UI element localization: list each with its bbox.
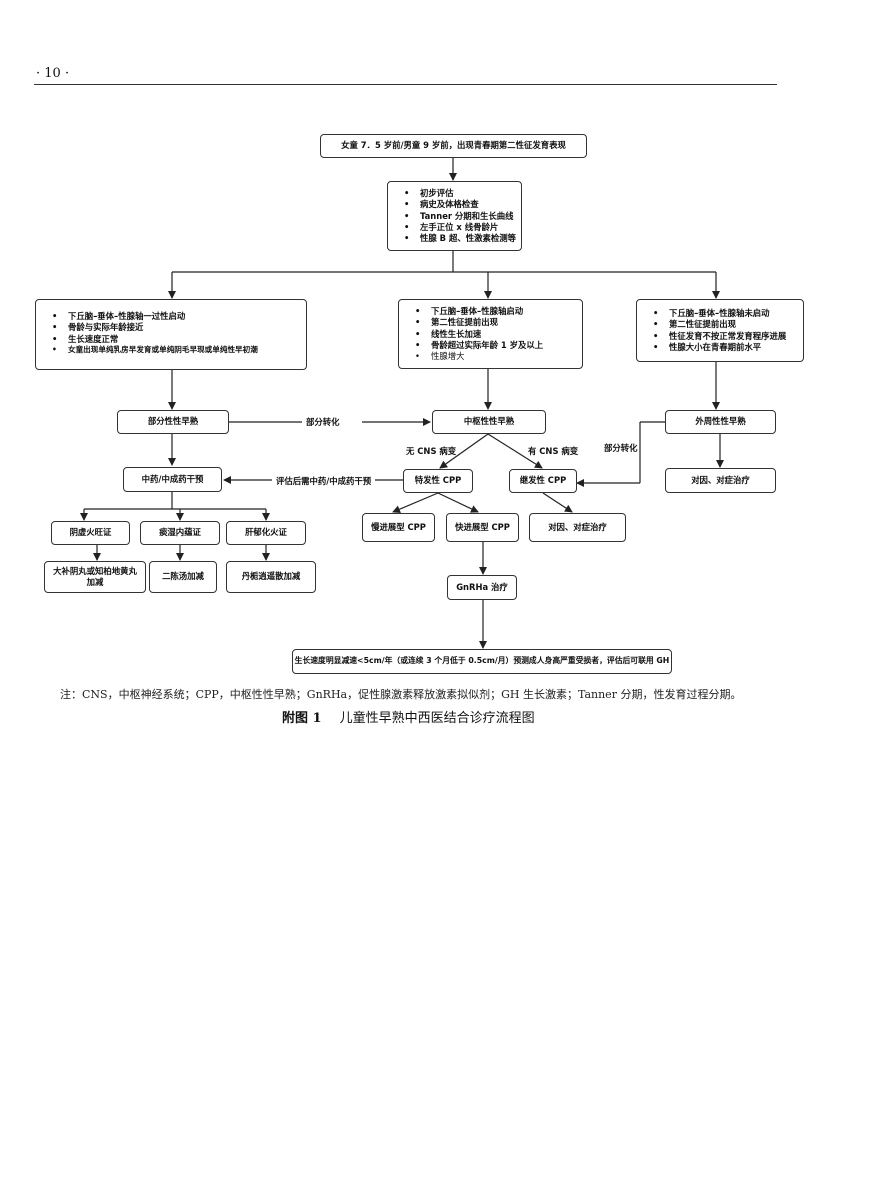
has-cns-label: 有 CNS 病变 <box>528 446 579 456</box>
caption-title: 儿童性早熟中西医结合诊疗流程图 <box>339 711 535 726</box>
criteria-item: 生长速度正常 <box>50 334 300 346</box>
peripheral-precocity-box: 外周性性早熟 <box>665 410 776 434</box>
peripheral-treatment-box: 对因、对症治疗 <box>665 468 776 493</box>
no-cns-label: 无 CNS 病变 <box>406 446 457 456</box>
fast-cpp-box: 快进展型 CPP <box>446 513 519 542</box>
inclusion-criteria-box: 女童 7．5 岁前/男童 9 岁前，出现青春期第二性征发育表现 <box>320 134 587 158</box>
eval-item: Tanner 分期和生长曲线 <box>402 211 515 223</box>
syndrome-box: 阴虚火旺证 <box>51 521 130 545</box>
secondary-treatment-box: 对因、对症治疗 <box>529 513 626 542</box>
criteria-item: 下丘脑–垂体–性腺轴启动 <box>413 306 576 318</box>
peripheral-criteria-box: 下丘脑–垂体–性腺轴未启动 第二性征提前出现 性征发育不按正常发育程序进展 性腺… <box>636 299 804 362</box>
criteria-item: 骨龄超过实际年龄 1 岁及以上 <box>413 340 576 352</box>
criteria-item: 性腺增大 <box>413 351 576 363</box>
criteria-item: 女童出现单纯乳房早发育或单纯阴毛早现或单纯性早初潮 <box>50 345 300 356</box>
syndrome-box: 痰湿内蕴证 <box>140 521 220 545</box>
criteria-item: 性腺大小在青春期前水平 <box>651 342 797 354</box>
criteria-item: 骨龄与实际年龄接近 <box>50 322 300 334</box>
initial-evaluation-box: 初步评估 病史及体格检查 Tanner 分期和生长曲线 左手正位 x 线骨龄片 … <box>387 181 522 251</box>
central-precocity-box: 中枢性性早熟 <box>432 410 546 434</box>
partial-transform-label: 部分转化 <box>604 442 638 454</box>
criteria-item: 性征发育不按正常发育程序进展 <box>651 331 797 343</box>
eval-item: 初步评估 <box>402 188 515 200</box>
criteria-item: 第二性征提前出现 <box>413 317 576 329</box>
prescription-box: 大补阴丸或知柏地黄丸加减 <box>44 561 146 593</box>
eval-item: 病史及体格检查 <box>402 199 515 211</box>
criteria-item: 下丘脑–垂体–性腺轴未启动 <box>651 308 797 320</box>
eval-item: 性腺 B 超、性激素检测等 <box>402 233 516 245</box>
gnrha-treatment-box: GnRHa 治疗 <box>447 575 517 600</box>
caption-label: 附图 1 <box>282 711 322 726</box>
partial-transform-label: 部分转化 <box>306 416 340 428</box>
prescription-box: 丹栀逍遥散加减 <box>226 561 316 593</box>
header-rule <box>34 84 777 85</box>
slow-cpp-box: 慢进展型 CPP <box>362 513 435 542</box>
tcm-intervention-box: 中药/中成药干预 <box>123 467 222 492</box>
gh-combination-box: 生长速度明显减速<5cm/年（或连续 3 个月低于 0.5cm/月）预测成人身高… <box>292 649 672 674</box>
criteria-item: 下丘脑–垂体–性腺轴一过性启动 <box>50 311 300 323</box>
criteria-item: 第二性征提前出现 <box>651 319 797 331</box>
syndrome-box: 肝郁化火证 <box>226 521 306 545</box>
secondary-cpp-box: 继发性 CPP <box>509 469 577 493</box>
figure-caption: 附图 1 儿童性早熟中西医结合诊疗流程图 <box>282 707 535 726</box>
partial-precocity-box: 部分性性早熟 <box>117 410 229 434</box>
eval-tcm-label: 评估后需中药/中成药干预 <box>276 475 372 487</box>
page-number: · 10 · <box>36 66 70 81</box>
eval-item: 左手正位 x 线骨龄片 <box>402 222 515 234</box>
criteria-item: 线性生长加速 <box>413 329 576 341</box>
central-criteria-box: 下丘脑–垂体–性腺轴启动 第二性征提前出现 线性生长加速 骨龄超过实际年龄 1 … <box>398 299 583 369</box>
idiopathic-cpp-box: 特发性 CPP <box>403 469 473 493</box>
prescription-box: 二陈汤加减 <box>149 561 217 593</box>
figure-note: 注：CNS，中枢神经系统；CPP，中枢性性早熟；GnRHa，促性腺激素释放激素拟… <box>60 688 742 701</box>
partial-criteria-box: 下丘脑–垂体–性腺轴一过性启动 骨龄与实际年龄接近 生长速度正常 女童出现单纯乳… <box>35 299 307 370</box>
